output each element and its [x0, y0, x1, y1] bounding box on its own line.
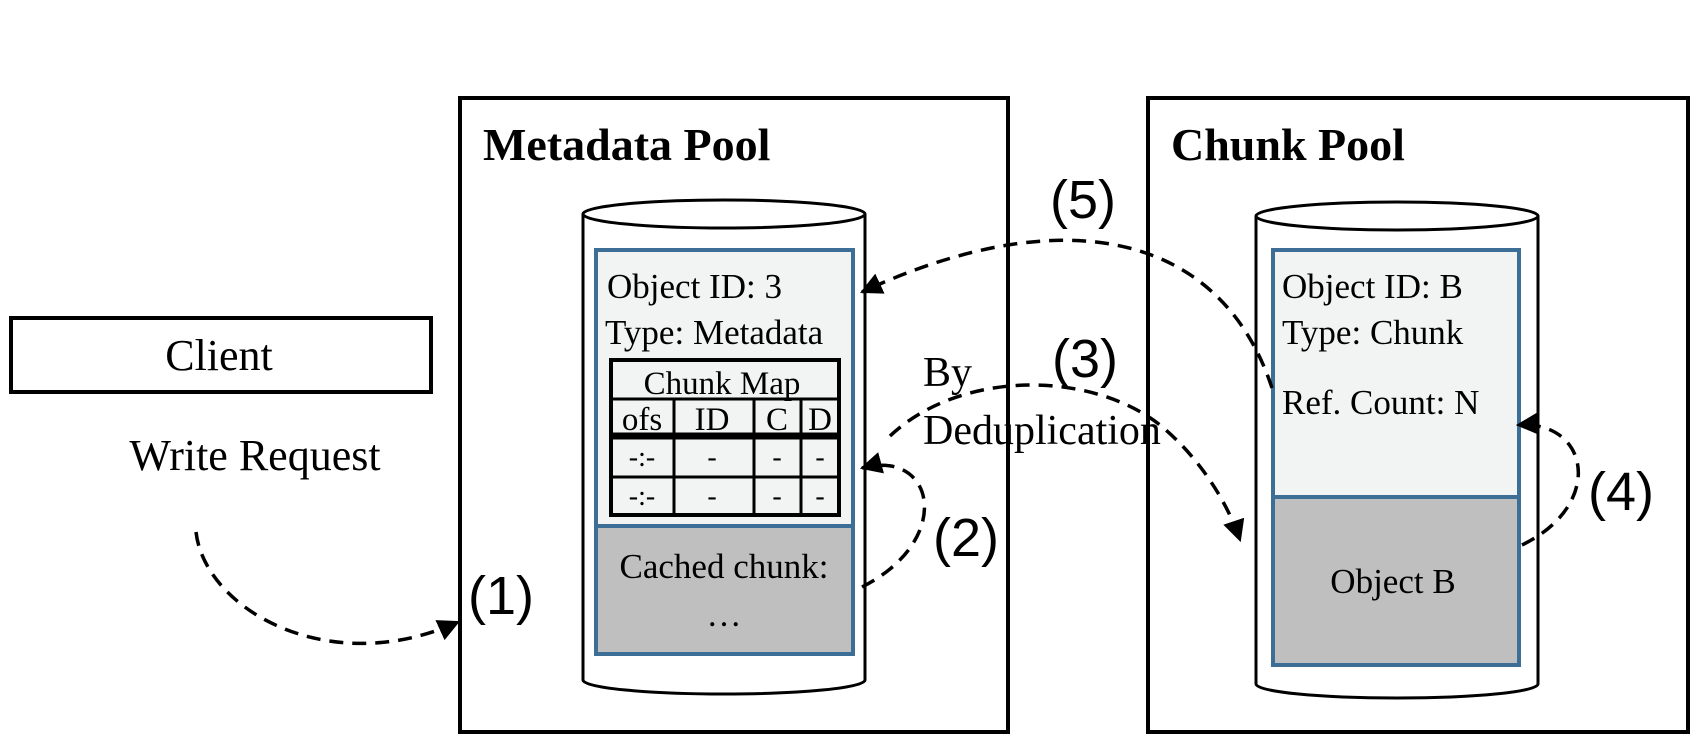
cached-chunk-label: Cached chunk: [620, 547, 829, 586]
chunk-map-cell: - [815, 442, 824, 473]
by-deduplication-label-line2: Deduplication [923, 408, 1161, 454]
step-3-label: (3) [1052, 329, 1118, 389]
step-4-label: (4) [1588, 462, 1654, 522]
arrow-step-5 [860, 238, 1274, 389]
chunk-map-cell: - [772, 481, 781, 512]
chunk-map-cell: -:- [629, 481, 655, 512]
client: Client Write Request [9, 316, 433, 480]
step-1-label: (1) [468, 566, 534, 626]
metadata-object-panel [594, 248, 855, 528]
arrow-step-1 [194, 531, 461, 646]
cached-chunk-ellipsis: … [707, 595, 742, 634]
metadata-pool-box [458, 96, 1010, 734]
chunk-pool-box [1146, 96, 1690, 734]
metadata-type: Type: Metadata [605, 313, 824, 352]
chunk-map-cell: - [772, 442, 781, 473]
chunk-pool-title: Chunk Pool [1171, 119, 1405, 170]
ref-count: Ref. Count: N [1282, 383, 1479, 422]
chunk-map-cell: - [707, 442, 716, 473]
client-box [9, 316, 433, 394]
chunk-type: Type: Chunk [1282, 313, 1464, 352]
step-5-label: (5) [1050, 170, 1116, 230]
object-b-panel [1271, 495, 1521, 667]
chunk-map-header-c: C [766, 402, 788, 438]
metadata-object-id: Object ID: 3 [607, 267, 782, 306]
chunk-object-id: Object ID: B [1282, 267, 1463, 306]
chunk-map-header-d: D [808, 402, 832, 438]
cached-chunk-panel [594, 524, 855, 656]
chunk-map-cell: - [815, 481, 824, 512]
chunk-map-cell: - [707, 481, 716, 512]
chunk-map-header-id: ID [695, 402, 730, 438]
client-label: Client [165, 331, 273, 380]
chunk-object-panel [1271, 248, 1521, 499]
write-request-label: Write Request [129, 431, 380, 480]
chunk-map-cell: -:- [629, 442, 655, 473]
chunk-map-table: Chunk Map ofs ID C D -:- - - - -:- - - - [609, 358, 841, 517]
object-b-label: Object B [1330, 562, 1455, 601]
chunk-map-header-ofs: ofs [622, 402, 662, 438]
arrow-step-3 [888, 383, 1245, 543]
arrow-step-2 [859, 452, 927, 589]
chunk-map-title: Chunk Map [644, 366, 801, 402]
by-deduplication-label-line1: By [923, 350, 972, 396]
arrows [194, 238, 1580, 646]
step-2-label: (2) [933, 508, 999, 568]
metadata-pool: Metadata Pool Object ID: 3 Type: Metadat… [458, 96, 1010, 734]
arrow-step-4 [1515, 412, 1580, 547]
chunk-pool: Chunk Pool Object ID: B Type: Chunk Ref.… [1146, 96, 1690, 734]
metadata-pool-title: Metadata Pool [483, 119, 770, 170]
